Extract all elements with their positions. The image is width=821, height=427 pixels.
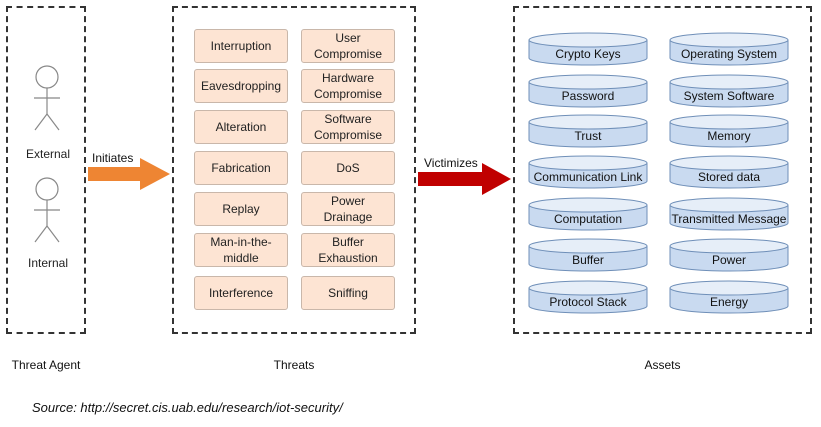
- asset-power: Power: [669, 238, 789, 272]
- threat-man-in-the-middle: Man-in-the-middle: [194, 233, 288, 267]
- threat-replay: Replay: [194, 192, 288, 226]
- threats-panel: Interruption User Compromise Eavesdroppi…: [172, 6, 416, 334]
- threat-agent-section-label: Threat Agent: [11, 358, 81, 372]
- cylinder-icon: [528, 197, 648, 231]
- threat-interruption: Interruption: [194, 29, 288, 63]
- threat-hardware-compromise: Hardware Compromise: [301, 69, 395, 103]
- initiates-arrow-shape: [88, 158, 170, 190]
- asset-password: Password: [528, 74, 648, 108]
- asset-label: Energy: [709, 295, 749, 309]
- asset-system-software: System Software: [669, 74, 789, 108]
- cylinder-icon: [528, 32, 648, 66]
- asset-buffer: Buffer: [528, 238, 648, 272]
- asset-label: Computation: [553, 212, 623, 226]
- threat-alteration: Alteration: [194, 110, 288, 144]
- threat-buffer-exhaustion: Buffer Exhaustion: [301, 233, 395, 267]
- asset-label: Operating System: [680, 47, 778, 61]
- victimizes-arrow: [418, 163, 511, 195]
- asset-communication-link: Communication Link: [528, 155, 648, 189]
- asset-protocol-stack: Protocol Stack: [528, 280, 648, 314]
- cylinder-icon: [528, 114, 648, 148]
- external-actor-icon: [34, 65, 60, 131]
- threat-user-compromise: User Compromise: [301, 29, 395, 63]
- initiates-label: Initiates: [92, 151, 134, 165]
- asset-label: Transmitted Message: [671, 212, 787, 226]
- cylinder-icon: [669, 238, 789, 272]
- initiates-arrow: [88, 158, 170, 190]
- victimizes-label: Victimizes: [424, 156, 478, 170]
- cylinder-icon: [528, 280, 648, 314]
- assets-section-label: Assets: [644, 358, 681, 372]
- asset-label: Trust: [574, 129, 602, 143]
- assets-panel: Crypto Keys Operating System Password Sy…: [513, 6, 812, 334]
- asset-label: Buffer: [572, 253, 604, 267]
- victimizes-arrow-shape: [418, 163, 511, 195]
- threats-section-label: Threats: [273, 358, 315, 372]
- cylinder-icon: [669, 155, 789, 189]
- cylinder-icon: [528, 238, 648, 272]
- threat-power-drainage: Power Drainage: [301, 192, 395, 226]
- internal-actor-label: Internal: [27, 256, 69, 270]
- asset-energy: Energy: [669, 280, 789, 314]
- cylinder-icon: [669, 114, 789, 148]
- asset-memory: Memory: [669, 114, 789, 148]
- asset-label: Password: [561, 89, 615, 103]
- asset-label: Stored data: [697, 170, 761, 184]
- source-citation: Source: http://secret.cis.uab.edu/resear…: [32, 400, 343, 415]
- threat-agent-panel: External Internal: [6, 6, 86, 334]
- threat-sniffing: Sniffing: [301, 276, 395, 310]
- asset-label: Power: [711, 253, 746, 267]
- cylinder-icon: [669, 280, 789, 314]
- internal-actor-icon: [34, 177, 60, 243]
- threat-software-compromise: Software Compromise: [301, 110, 395, 144]
- asset-label: Communication Link: [533, 170, 643, 184]
- asset-label: Memory: [707, 129, 751, 143]
- asset-computation: Computation: [528, 197, 648, 231]
- asset-crypto-keys: Crypto Keys: [528, 32, 648, 66]
- threat-dos: DoS: [301, 151, 395, 185]
- asset-label: System Software: [683, 89, 775, 103]
- asset-trust: Trust: [528, 114, 648, 148]
- asset-transmitted-message: Transmitted Message: [669, 197, 789, 231]
- threat-eavesdropping: Eavesdropping: [194, 69, 288, 103]
- asset-operating-system: Operating System: [669, 32, 789, 66]
- asset-label: Crypto Keys: [555, 47, 621, 61]
- asset-label: Protocol Stack: [549, 295, 627, 309]
- external-actor-label: External: [25, 147, 71, 161]
- asset-stored-data: Stored data: [669, 155, 789, 189]
- cylinder-icon: [528, 155, 648, 189]
- threat-fabrication: Fabrication: [194, 151, 288, 185]
- cylinder-icon: [669, 197, 789, 231]
- cylinder-icon: [528, 74, 648, 108]
- cylinder-icon: [669, 32, 789, 66]
- threat-interference: Interference: [194, 276, 288, 310]
- cylinder-icon: [669, 74, 789, 108]
